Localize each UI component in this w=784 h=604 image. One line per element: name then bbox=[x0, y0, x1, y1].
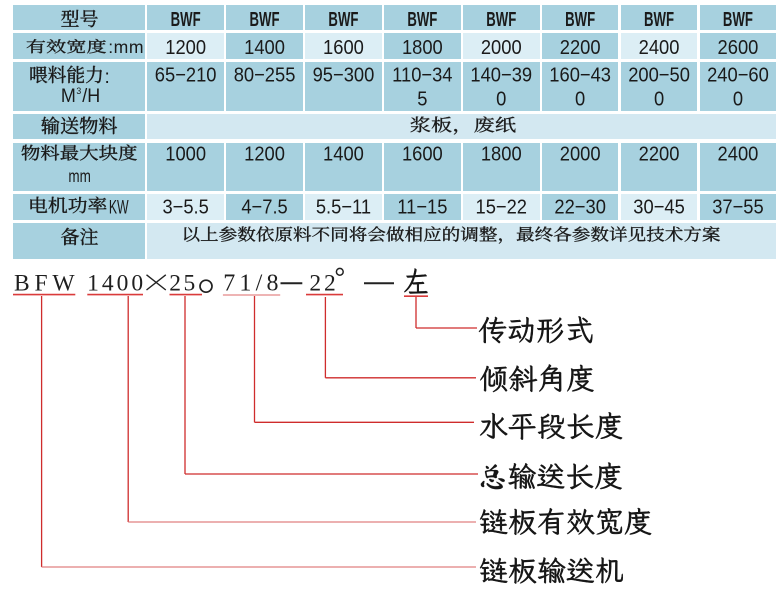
svg-text:2000: 2000 bbox=[560, 143, 601, 166]
svg-text:110−34: 110−34 bbox=[392, 64, 453, 87]
svg-text::mm: :mm bbox=[108, 37, 144, 57]
svg-text:2200: 2200 bbox=[560, 36, 601, 59]
svg-text:1800: 1800 bbox=[402, 36, 443, 59]
svg-text:0: 0 bbox=[654, 88, 664, 111]
svg-text:1200: 1200 bbox=[244, 143, 285, 166]
svg-text:2000: 2000 bbox=[481, 36, 522, 59]
svg-text:71/8: 71/8 bbox=[223, 271, 282, 297]
svg-text:BWF: BWF bbox=[723, 8, 753, 30]
svg-text:37−55: 37−55 bbox=[712, 196, 763, 219]
svg-text:2400: 2400 bbox=[718, 143, 759, 166]
svg-text:1400: 1400 bbox=[87, 271, 146, 297]
svg-text:15−22: 15−22 bbox=[476, 196, 527, 219]
svg-text:0: 0 bbox=[575, 88, 585, 111]
svg-text:200−50: 200−50 bbox=[628, 64, 690, 87]
svg-text:BWF: BWF bbox=[328, 8, 358, 30]
svg-text:3−5.5: 3−5.5 bbox=[162, 196, 208, 219]
svg-text:BFW: BFW bbox=[14, 271, 79, 297]
svg-text:2600: 2600 bbox=[718, 36, 759, 59]
svg-text:BWF: BWF bbox=[407, 8, 437, 30]
svg-text:KW: KW bbox=[109, 197, 129, 219]
svg-text:4−7.5: 4−7.5 bbox=[241, 196, 287, 219]
svg-text:240−60: 240−60 bbox=[707, 64, 769, 87]
svg-text:0: 0 bbox=[496, 88, 506, 111]
svg-text:BWF: BWF bbox=[171, 8, 201, 30]
svg-text:1600: 1600 bbox=[402, 143, 443, 166]
svg-text:BWF: BWF bbox=[565, 8, 595, 30]
svg-text:BWF: BWF bbox=[486, 8, 516, 30]
svg-text:1400: 1400 bbox=[323, 143, 364, 166]
svg-text:95−300: 95−300 bbox=[313, 64, 375, 87]
svg-text:160−43: 160−43 bbox=[549, 64, 611, 87]
svg-text:1400: 1400 bbox=[244, 36, 285, 59]
svg-text:BWF: BWF bbox=[644, 8, 674, 30]
svg-text:5.5−11: 5.5−11 bbox=[316, 196, 371, 219]
svg-text:mm: mm bbox=[68, 168, 90, 187]
svg-text:0: 0 bbox=[733, 88, 743, 111]
svg-text:3: 3 bbox=[76, 86, 81, 96]
svg-text:22−30: 22−30 bbox=[554, 196, 606, 219]
svg-text:2400: 2400 bbox=[639, 36, 680, 59]
svg-text:1000: 1000 bbox=[165, 143, 206, 166]
svg-text:30−45: 30−45 bbox=[633, 196, 684, 219]
svg-text::: : bbox=[105, 67, 110, 88]
svg-text:2200: 2200 bbox=[639, 143, 680, 166]
svg-text:22: 22 bbox=[309, 271, 338, 297]
svg-text:5: 5 bbox=[417, 88, 427, 111]
svg-text:25: 25 bbox=[169, 271, 198, 297]
svg-text:65−210: 65−210 bbox=[155, 64, 217, 87]
svg-text:80−255: 80−255 bbox=[234, 64, 296, 87]
svg-text:140−39: 140−39 bbox=[470, 64, 532, 87]
svg-text:1800: 1800 bbox=[481, 143, 522, 166]
svg-text:1600: 1600 bbox=[323, 36, 364, 59]
svg-text:BWF: BWF bbox=[250, 8, 280, 30]
svg-text:11−15: 11−15 bbox=[397, 196, 447, 219]
svg-text:M: M bbox=[61, 84, 76, 106]
svg-text:/H: /H bbox=[82, 84, 100, 106]
svg-text:1200: 1200 bbox=[165, 36, 206, 59]
